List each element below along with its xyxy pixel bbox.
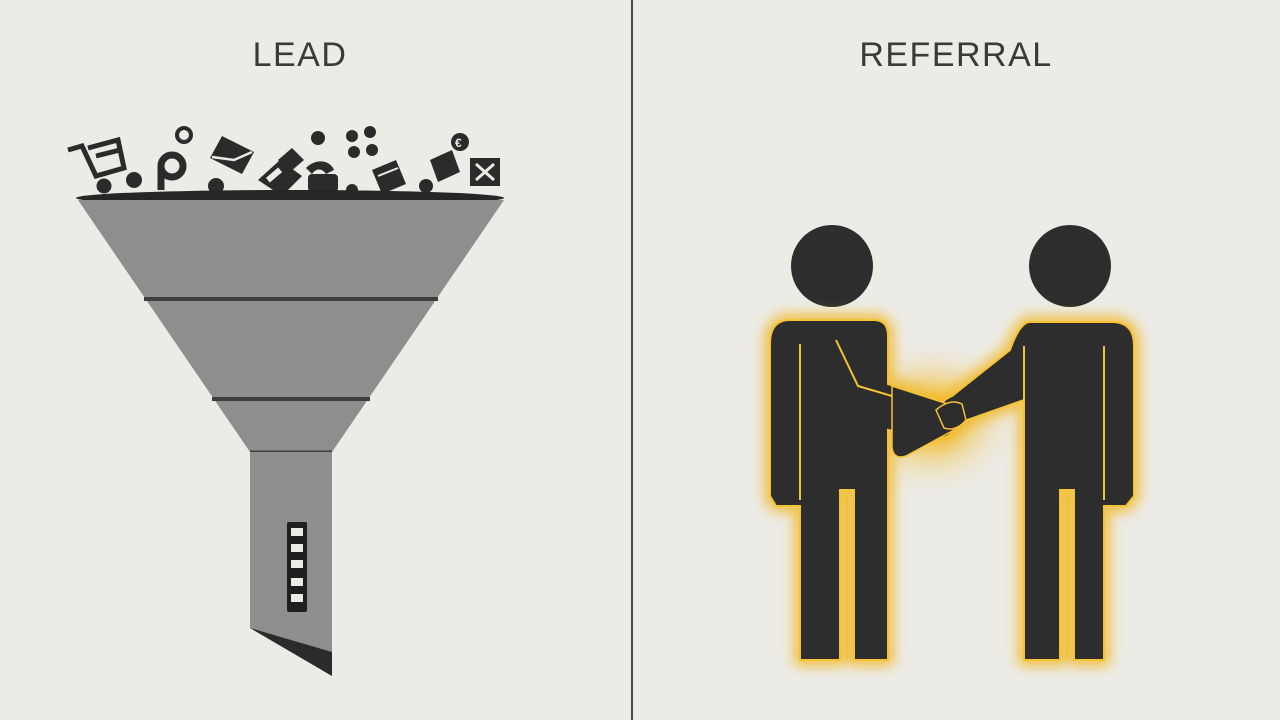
funnel-icon xyxy=(76,190,504,676)
package-icon xyxy=(372,160,406,194)
svg-text:€: € xyxy=(455,136,462,150)
parking-sign-icon xyxy=(157,151,187,190)
handshake-icon xyxy=(764,225,1140,666)
close-box-icon xyxy=(470,158,500,186)
coin-icon xyxy=(126,126,433,194)
people-icon xyxy=(346,126,378,158)
funnel-cone xyxy=(78,200,504,452)
briefcase-icon xyxy=(258,148,304,196)
right-person-head xyxy=(1029,225,1111,307)
euro-icon: € xyxy=(430,133,469,182)
lead-items-cluster: € xyxy=(67,126,500,196)
funnel-output-icon xyxy=(287,522,307,612)
telephone-icon xyxy=(306,161,358,196)
lead-heading: LEAD xyxy=(252,36,348,74)
clasped-hands xyxy=(891,384,967,458)
panel-divider xyxy=(631,0,633,720)
shopping-cart-icon xyxy=(67,136,127,194)
funnel-spout-shadow xyxy=(250,628,332,676)
referral-heading: REFERRAL xyxy=(859,36,1053,74)
left-person-head xyxy=(791,225,873,307)
envelope-icon xyxy=(210,136,254,174)
